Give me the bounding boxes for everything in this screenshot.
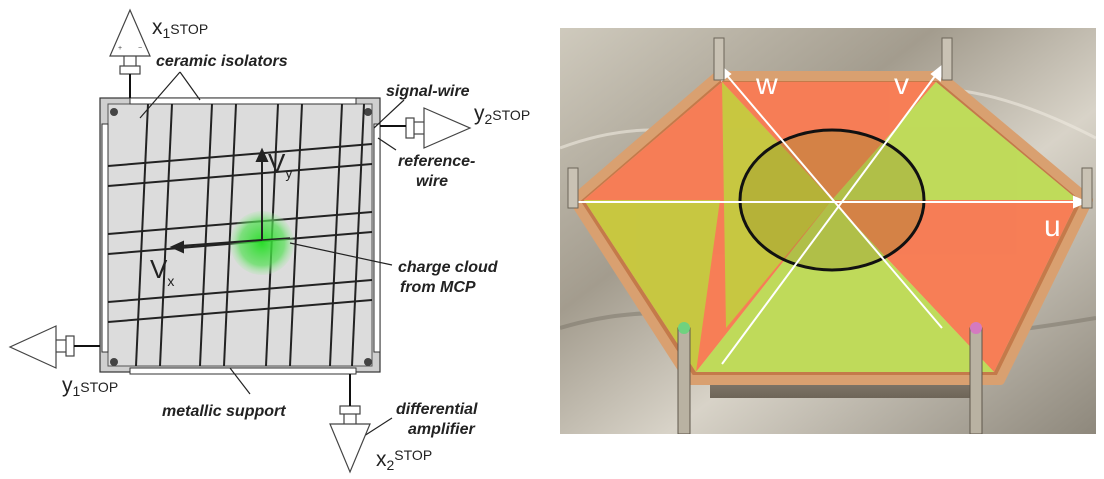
amplifier-x1: + − (109, 8, 151, 98)
hexanode-photo: w v u (560, 28, 1096, 434)
label-w: w (755, 68, 778, 101)
label-differential-1: differential (396, 401, 478, 418)
label-vy: Vy (268, 148, 292, 181)
label-charge-cloud-2: from MCP (400, 279, 476, 296)
vector-arrows (169, 147, 269, 254)
label-charge-cloud-1: charge cloud (398, 259, 499, 276)
axis-lines (578, 63, 1089, 365)
label-u: u (1044, 210, 1061, 243)
amplifier-x2 (329, 374, 371, 474)
mounting-posts (567, 37, 1093, 434)
delay-line-anode-schematic: + − x1STOP y2STOP y1STOP x2STOP Vy Vx ce… (8, 8, 530, 474)
label-vx: Vx (150, 254, 174, 289)
label-ceramic-isolators: ceramic isolators (156, 53, 288, 70)
amplifier-y1 (8, 325, 100, 369)
label-y2-stop: y2STOP (474, 102, 530, 127)
amplifier-y2 (380, 107, 472, 149)
label-reference-wire-1: reference- (398, 153, 475, 170)
label-signal-wire: signal-wire (386, 83, 470, 100)
pointer-lines (139, 71, 405, 437)
svg-text:+: + (118, 45, 122, 52)
label-differential-2: amplifier (408, 421, 475, 438)
label-metallic-support: metallic support (162, 403, 286, 420)
label-x2-stop: x2STOP (376, 447, 432, 473)
label-x1-stop: x1STOP (152, 16, 208, 41)
label-v: v (894, 68, 909, 101)
label-reference-wire-2: wire (416, 173, 448, 190)
svg-text:−: − (138, 45, 142, 52)
label-y1-stop: y1STOP (62, 374, 118, 399)
charge-cloud (230, 211, 294, 275)
